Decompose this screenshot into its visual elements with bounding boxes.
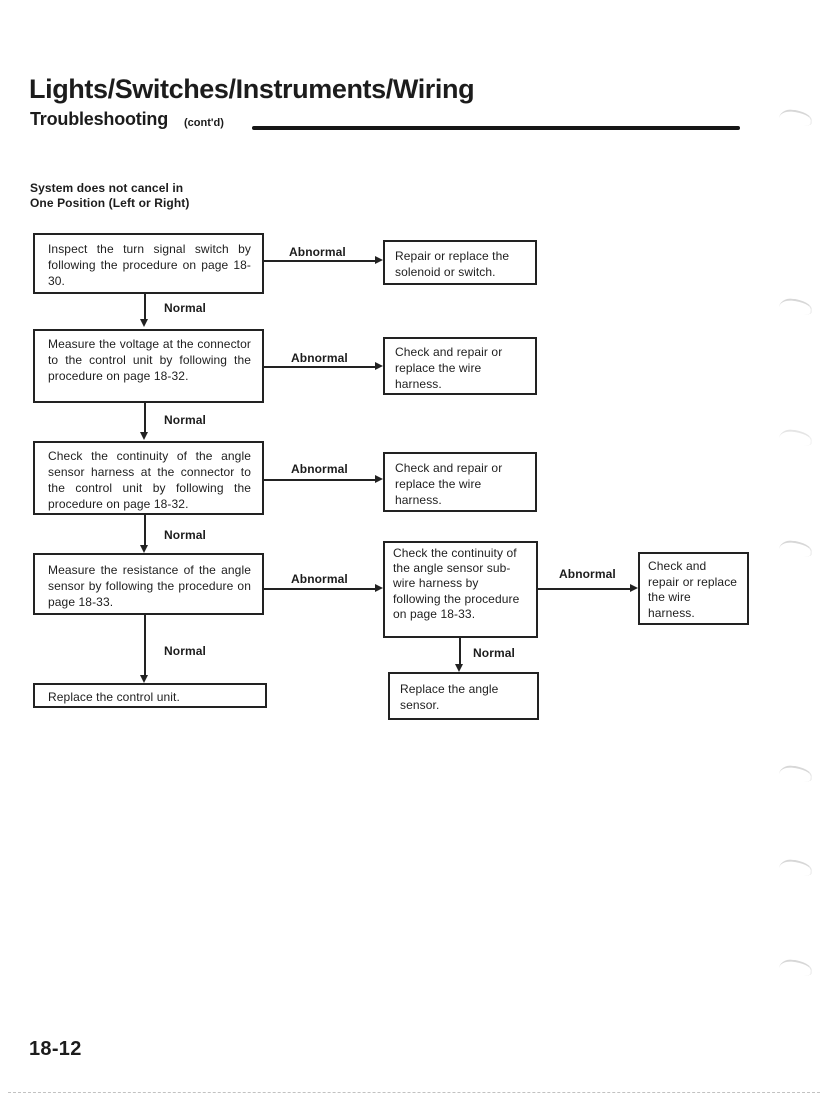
edge-label-normal-4: Normal <box>164 644 206 658</box>
header-rule <box>252 126 740 130</box>
arrowhead-right-icon <box>375 584 383 592</box>
subtitle-note: (cont'd) <box>184 117 224 129</box>
connector-line <box>144 403 146 432</box>
connector-line <box>264 479 375 481</box>
binding-mark <box>778 428 813 447</box>
page-number: 18-12 <box>29 1038 82 1060</box>
step-box-measure-voltage-connector: Measure the voltage at the connector to … <box>33 329 264 403</box>
result-box-repair-wire-harness-3: Check and repair or replace the wire har… <box>638 552 749 625</box>
result-box-repair-wire-harness-1: Check and repair or replace the wire har… <box>383 337 537 395</box>
page-title: Lights/Switches/Instruments/Wiring <box>29 74 475 104</box>
arrowhead-right-icon <box>375 362 383 370</box>
connector-line <box>144 615 146 675</box>
edge-label-abnormal-2: Abnormal <box>291 351 348 365</box>
result-box-repair-wire-harness-2: Check and repair or replace the wire har… <box>383 452 537 512</box>
edge-label-abnormal-3: Abnormal <box>291 462 348 476</box>
arrowhead-down-icon <box>140 432 148 440</box>
step-box-check-sub-wire-harness: Check the continuity of the angle sensor… <box>383 541 538 638</box>
edge-label-abnormal-1: Abnormal <box>289 245 346 259</box>
binding-mark <box>778 297 813 316</box>
connector-line <box>144 515 146 545</box>
step-box-inspect-turn-signal-switch: Inspect the turn signal switch by follow… <box>33 233 264 294</box>
binding-mark <box>778 539 813 558</box>
connector-line <box>264 260 375 262</box>
result-box-replace-control-unit: Replace the control unit. <box>33 683 267 708</box>
connector-line <box>264 588 375 590</box>
arrowhead-down-icon <box>140 545 148 553</box>
arrowhead-right-icon <box>630 584 638 592</box>
subtitle-row: Troubleshooting (cont'd) <box>30 109 224 133</box>
edge-label-normal-3: Normal <box>164 528 206 542</box>
arrowhead-down-icon <box>140 319 148 327</box>
binding-mark <box>778 764 813 783</box>
connector-line <box>459 638 461 664</box>
step-box-check-continuity-angle-sensor-harness: Check the continuity of the angle sensor… <box>33 441 264 515</box>
edge-label-normal-2: Normal <box>164 413 206 427</box>
connector-line <box>538 588 630 590</box>
binding-mark <box>778 958 813 977</box>
section-heading: System does not cancel in One Position (… <box>30 181 189 210</box>
page-edge-line <box>8 1092 820 1093</box>
edge-label-abnormal-4: Abnormal <box>291 572 348 586</box>
subtitle: Troubleshooting <box>30 109 168 129</box>
connector-line <box>264 366 375 368</box>
edge-label-normal-1: Normal <box>164 301 206 315</box>
section-heading-line2: One Position (Left or Right) <box>30 195 190 210</box>
step-box-measure-resistance-angle-sensor: Measure the resistance of the angle sens… <box>33 553 264 615</box>
arrowhead-down-icon <box>455 664 463 672</box>
connector-line <box>144 294 146 319</box>
binding-mark <box>778 858 813 877</box>
arrowhead-down-icon <box>140 675 148 683</box>
binding-mark <box>778 108 813 127</box>
result-box-replace-angle-sensor: Replace the angle sensor. <box>388 672 539 720</box>
edge-label-abnormal-5: Abnormal <box>559 567 616 581</box>
result-box-repair-solenoid-or-switch: Repair or replace the solenoid or switch… <box>383 240 537 285</box>
edge-label-normal-5: Normal <box>473 646 515 660</box>
arrowhead-right-icon <box>375 256 383 264</box>
section-heading-line1: System does not cancel in <box>30 181 184 195</box>
arrowhead-right-icon <box>375 475 383 483</box>
